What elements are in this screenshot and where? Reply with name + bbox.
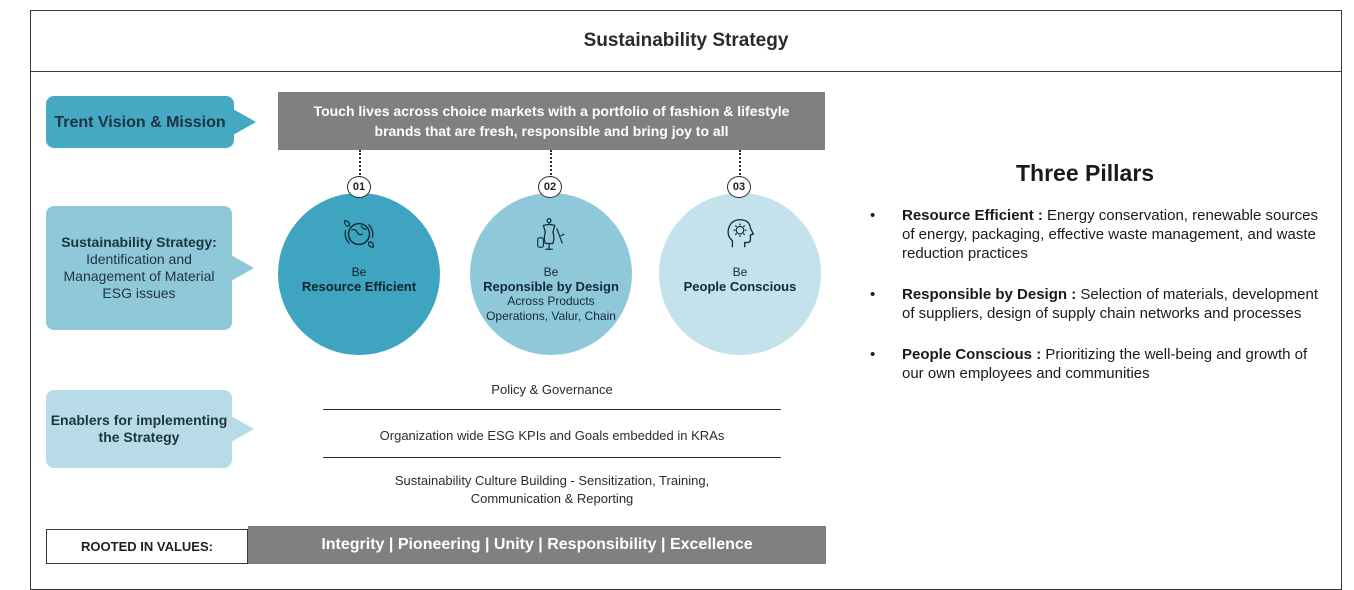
enabler-culture: Sustainability Culture Building - Sensit… xyxy=(394,473,710,506)
strategy-tag-text: Identification and Management of Materia… xyxy=(63,251,215,301)
bullet-icon: • xyxy=(870,346,876,363)
head-gear-icon xyxy=(727,219,755,248)
strategy-tag-title: Sustainability Strategy: xyxy=(61,234,217,250)
enabler-divider xyxy=(323,457,781,458)
pillar-description: Prioritizing the well-being and growth o… xyxy=(902,346,1308,382)
page-title: Sustainability Strategy xyxy=(583,30,789,51)
earth-leaf-icon xyxy=(344,220,374,248)
connector-01 xyxy=(359,150,361,178)
enabler-divider xyxy=(323,409,781,410)
pillar-description: Selection of materials, development of s… xyxy=(902,286,1318,322)
enabler-kpis: Organization wide ESG KPIs and Goals emb… xyxy=(379,428,725,443)
three-pillars-list: • Resource Efficient : Energy conservati… xyxy=(868,206,1328,405)
pillar-subtext: Across Products Operations, Valur, Chain xyxy=(486,294,616,323)
pillar-be-label: Be xyxy=(351,265,367,279)
bullet-icon: • xyxy=(870,286,876,303)
mannequin-icon xyxy=(537,218,565,250)
three-pillars-title: Three Pillars xyxy=(1016,160,1155,186)
pillar-be-label: Be xyxy=(732,265,748,279)
pillar-number-02: 02 xyxy=(538,176,562,198)
enablers-tag-label: Enablers for implementing the Strategy xyxy=(50,412,228,445)
pillar-circle-resource-efficient: Be Resource Efficient xyxy=(278,193,440,355)
pillar-name: Resource Efficient xyxy=(301,279,417,294)
list-item: • Resource Efficient : Energy conservati… xyxy=(868,206,1328,263)
values-label: ROOTED IN VALUES: xyxy=(81,539,213,554)
values-bar: Integrity | Pioneering | Unity | Respons… xyxy=(248,526,826,564)
connector-02 xyxy=(550,150,552,178)
pillar-name: Reponsible by Design xyxy=(483,279,619,294)
enablers-tag: Enablers for implementing the Strategy xyxy=(46,390,232,468)
bullet-icon: • xyxy=(870,207,876,224)
pillar-term: Resource Efficient : xyxy=(902,207,1043,224)
pillar-be-label: Be xyxy=(543,265,559,279)
mission-text: Touch lives across choice markets with a… xyxy=(313,103,790,139)
pillar-term: Responsible by Design : xyxy=(902,286,1077,303)
connector-03 xyxy=(739,150,741,178)
pillar-term: People Conscious : xyxy=(902,346,1042,363)
strategy-tag: Sustainability Strategy: Identification … xyxy=(46,206,232,330)
pillar-description: Energy conservation, renewable sources o… xyxy=(902,207,1319,262)
pillar-circle-people-conscious: Be People Conscious xyxy=(659,193,821,355)
values-label-box: ROOTED IN VALUES: xyxy=(46,529,248,564)
pillar-name: People Conscious xyxy=(683,279,797,294)
pillar-number-03: 03 xyxy=(727,176,751,198)
list-item: • People Conscious : Prioritizing the we… xyxy=(868,345,1328,383)
title-bar: Sustainability Strategy xyxy=(31,11,1341,72)
list-item: • Responsible by Design : Selection of m… xyxy=(868,285,1328,323)
pillar-circle-responsible-design: Be Reponsible by Design Across Products … xyxy=(470,193,632,355)
pillar-number-01: 01 xyxy=(347,176,371,198)
vision-mission-tag: Trent Vision & Mission xyxy=(46,96,234,148)
vision-mission-label: Trent Vision & Mission xyxy=(54,113,226,131)
enabler-policy: Policy & Governance xyxy=(491,382,613,397)
mission-statement: Touch lives across choice markets with a… xyxy=(278,92,825,150)
values-list: Integrity | Pioneering | Unity | Respons… xyxy=(321,536,753,553)
